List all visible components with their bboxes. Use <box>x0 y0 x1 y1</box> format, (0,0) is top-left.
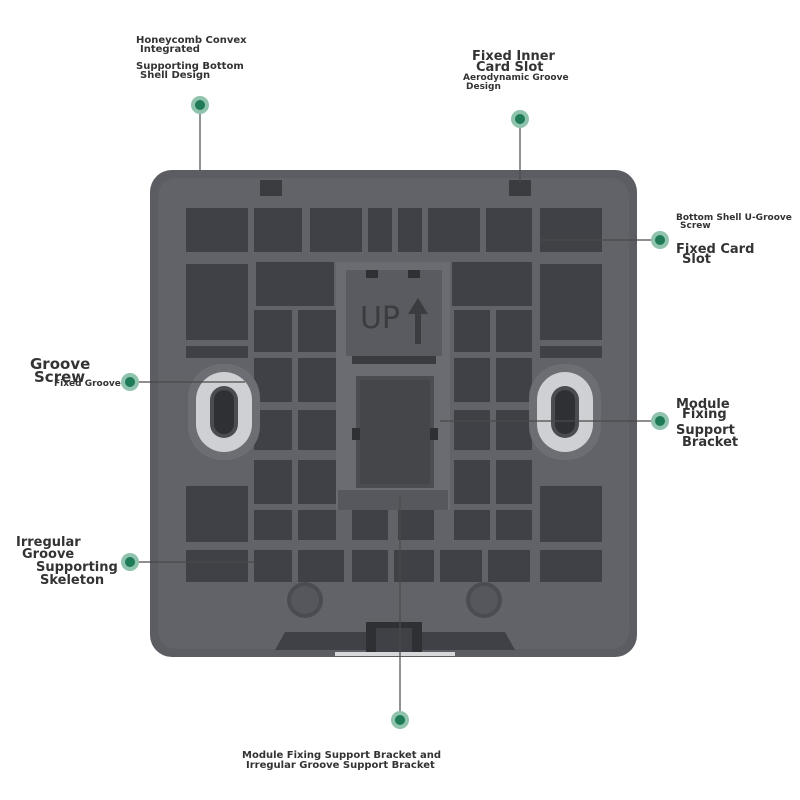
grid-cell <box>488 550 530 582</box>
grid-cell <box>254 410 292 450</box>
grid-cell <box>352 550 388 582</box>
label-irregular-2: Groove <box>22 547 75 562</box>
label-fixed-inner-1: Fixed Inner <box>472 49 555 64</box>
grid-cell <box>298 310 336 352</box>
label-honeycomb-1: Honeycomb Convex <box>136 35 247 46</box>
grid-cell <box>298 550 344 582</box>
grid-cell <box>540 208 602 252</box>
right-screw-groove <box>529 364 601 460</box>
grid-cell <box>186 264 248 340</box>
label-fixed-inner-2: Card Slot <box>476 60 544 75</box>
grid-cell <box>254 358 292 402</box>
callout-module-fixing-marker <box>651 412 669 430</box>
grid-cell <box>454 358 490 402</box>
label-bottom-2: Irregular Groove Support Bracket <box>246 760 435 771</box>
callout-fixed-card-marker <box>651 231 669 249</box>
grid-cell <box>254 208 302 252</box>
label-irregular-1: Irregular <box>16 535 81 550</box>
grid-cell <box>496 460 532 504</box>
grid-cell <box>298 358 336 402</box>
grid-cell <box>398 510 434 540</box>
label-honeycomb-3: Supporting Bottom <box>136 61 244 72</box>
screw-boss-right <box>466 582 502 618</box>
up-stamp: UP <box>360 301 400 336</box>
left-screw-groove <box>188 364 260 460</box>
up-arrow-icon <box>408 298 428 344</box>
grid-cell <box>186 346 248 358</box>
grid-cell <box>298 410 336 450</box>
label-module-1: Module <box>676 397 730 412</box>
label-irregular-3: Supporting <box>36 560 118 575</box>
grid-cell <box>540 486 602 542</box>
callout-irregular-groove-marker <box>121 553 139 571</box>
callout-fixed-inner-marker <box>511 110 529 128</box>
label-fixed-card-1: Fixed Card <box>676 242 755 257</box>
bottom-tab <box>275 622 515 656</box>
grid-cell <box>454 460 490 504</box>
grid-cell <box>298 460 336 504</box>
grid-cell <box>254 510 292 540</box>
grid-cell <box>368 208 392 252</box>
grid-cell <box>496 310 532 352</box>
callout-groove-screw-marker <box>121 373 139 391</box>
grid-cell <box>254 460 292 504</box>
grid-cell <box>454 310 490 352</box>
module-fixing-support-bracket <box>336 262 450 510</box>
grid-cell <box>298 510 336 540</box>
label-irregular-4: Skeleton <box>40 573 105 588</box>
grid-cell <box>428 208 480 252</box>
label-module-3: Support <box>676 423 735 438</box>
callout-lines <box>130 105 660 720</box>
grid-cell <box>452 262 532 306</box>
grid-cell <box>496 510 532 540</box>
callout-honeycomb-marker <box>191 96 209 114</box>
grid-cell <box>540 346 602 358</box>
grid-cell <box>486 208 532 252</box>
label-groove-screw-1: Groove <box>30 355 91 373</box>
grid-cell <box>398 208 422 252</box>
label-aerodynamic-2: Design <box>466 82 501 92</box>
label-module-4: Bracket <box>682 435 739 450</box>
grid-cell <box>352 510 388 540</box>
label-aerodynamic-1: Aerodynamic Groove <box>463 73 569 83</box>
grid-cell <box>540 550 602 582</box>
label-module-2: Fixing <box>682 407 727 422</box>
label-fixed-groove: Fixed Groove <box>54 379 121 389</box>
grid-cell <box>454 510 490 540</box>
label-groove-screw-2: Screw <box>34 368 86 386</box>
callout-bottom-marker <box>391 711 409 729</box>
grid-cell <box>440 550 482 582</box>
label-bottom-1: Module Fixing Support Bracket and <box>242 750 442 761</box>
grid-cell <box>186 550 248 582</box>
grid-cell <box>496 358 532 402</box>
label-fixed-card-2: Slot <box>682 252 711 267</box>
grid-cell <box>310 208 362 252</box>
label-u-groove-1: Bottom Shell U-Groove <box>676 213 792 223</box>
screw-boss-left <box>287 582 323 618</box>
grid-cell <box>540 264 602 340</box>
honeycomb-grid <box>186 208 602 582</box>
grid-cell <box>186 208 248 252</box>
grid-cell <box>394 550 434 582</box>
label-u-groove-2: Screw <box>680 221 711 231</box>
callout-markers <box>121 96 669 729</box>
grid-cell <box>186 486 248 542</box>
grid-cell <box>256 262 334 306</box>
grid-cell <box>454 410 490 450</box>
grid-cell <box>254 550 292 582</box>
label-honeycomb-4: Shell Design <box>140 70 211 81</box>
grid-cell <box>254 310 292 352</box>
label-honeycomb-2: Integrated <box>140 44 200 55</box>
grid-cell <box>496 410 532 450</box>
